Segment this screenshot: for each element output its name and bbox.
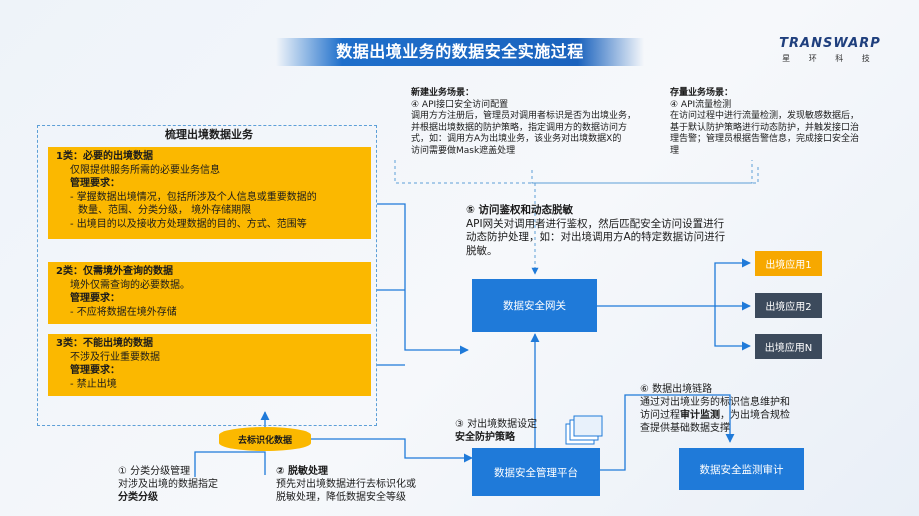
- category-title: 3类：不能出境的数据: [56, 338, 153, 349]
- category-item: 数量、范围、分类分级， 境外存储期限: [78, 205, 252, 216]
- transwarp-logo: TRANSWARP 星 环 科 技: [775, 36, 885, 64]
- step3-line-bold: 安全防护策略: [455, 432, 515, 443]
- category-desc: 不涉及行业重要数据: [70, 351, 160, 363]
- scene-line: 并根据出境数据的防护策略，指定调用方的数据访问方: [411, 122, 628, 133]
- category-item: - 禁止出境: [70, 378, 117, 390]
- page-title: 数据出境业务的数据安全实施过程: [276, 38, 644, 66]
- step1-line: ① 分类分级管理: [118, 466, 191, 477]
- category-desc: 仅限提供服务所需的必要业务信息: [70, 164, 220, 176]
- step2-note: ② 脱敏处理 预先对出境数据进行去标识化或 脱敏处理，降低数据安全等级: [276, 465, 466, 504]
- left-panel-frame: [37, 125, 377, 426]
- scene-step: ④ API接口安全访问配置: [411, 99, 509, 110]
- step1-note: ① 分类分级管理 对涉及出境的数据指定 分类分级: [118, 465, 268, 504]
- category-item: - 不应将数据在境外存储: [70, 306, 177, 318]
- scene-title: 新建业务场景：: [411, 88, 475, 98]
- arrow-platform-to-audit: [600, 394, 735, 471]
- scene-line: 访问需要做Mask遮盖处理: [411, 145, 516, 156]
- scene-line: 基于默认防护策略进行动态防护，并触发接口治: [670, 122, 860, 133]
- scene-title: 存量业务场景：: [670, 88, 734, 98]
- step2-title: ② 脱敏处理: [276, 466, 328, 477]
- step6-title: ⑥ 数据出境链路: [640, 384, 713, 395]
- step5-title: ⑤ 访问鉴权和动态脱敏: [466, 204, 574, 216]
- category-2-card: 2类：仅需境外查询的数据 境外仅需查询的必要数据。 管理要求： - 不应将数据在…: [48, 262, 371, 324]
- step3-note: ③ 对出境数据设定 安全防护策略: [455, 418, 565, 444]
- logo-wordmark: TRANSWARP: [779, 36, 881, 51]
- category-1-card: 1类：必要的出境数据 仅限提供服务所需的必要业务信息 管理要求： - 掌握数据出…: [48, 147, 371, 239]
- step2-line: 预先对出境数据进行去标识化或: [276, 479, 416, 490]
- step5-line: 动态防护处理，如：对出境调用方A的特定数据访问进行: [466, 231, 726, 243]
- scene-step: ④ API流量检测: [670, 99, 732, 110]
- scene-line: 在访问过程中进行流量检测，发现敏感数据后，: [670, 111, 860, 121]
- outbound-app-1[interactable]: 出境应用1: [755, 251, 822, 276]
- step6-line: 访问过程审计监测，为出境合规检: [640, 409, 860, 422]
- scene-line: 理告警；管理员根据告警信息，完成接口安全治: [670, 134, 860, 144]
- arrow-db-to-platform: [311, 438, 473, 463]
- data-security-management-platform[interactable]: 数据安全管理平台: [472, 448, 600, 496]
- scene-bracket-right: [531, 165, 759, 184]
- category-req-label: 管理要求：: [70, 365, 120, 376]
- step6-text: ，为出境合规检: [720, 410, 790, 421]
- category-item: - 掌握数据出境情况，包括所涉及个人信息或重要数据的: [70, 191, 317, 203]
- data-security-gateway[interactable]: 数据安全网关: [472, 279, 597, 332]
- line-step1-bracket: [194, 451, 266, 477]
- step1-line: 对涉及出境的数据指定: [118, 479, 218, 490]
- step5-line: API网关对调用者进行鉴权，然后匹配安全访问设置进行: [466, 217, 725, 230]
- category-req-label: 管理要求：: [70, 178, 120, 189]
- scene-bracket: [394, 160, 753, 184]
- category-item: - 出境目的以及接收方处理数据的目的、方式、范围等: [70, 218, 307, 230]
- step5-note: ⑤ 访问鉴权和动态脱敏 API网关对调用者进行鉴权，然后匹配安全访问设置进行 动…: [466, 204, 766, 258]
- step1-line-bold: 分类分级: [118, 492, 158, 503]
- step6-line: 通过对出境业务的标识信息维护和: [640, 397, 790, 408]
- outbound-app-n[interactable]: 出境应用N: [755, 334, 822, 359]
- logo-subtitle: 星 环 科 技: [782, 54, 878, 63]
- arrow-categories-to-gateway: [377, 203, 469, 355]
- step2-line: 脱敏处理，降低数据安全等级: [276, 492, 406, 503]
- document-stack-icon: [565, 415, 603, 445]
- left-panel-header: 梳理出境数据业务: [165, 128, 253, 141]
- outbound-app-2[interactable]: 出境应用2: [755, 293, 822, 318]
- step6-note: ⑥ 数据出境链路 通过对出境业务的标识信息维护和 访问过程审计监测，为出境合规检…: [640, 383, 860, 435]
- arrow-gateway-to-app1: [597, 258, 751, 307]
- category-desc: 境外仅需查询的必要数据。: [70, 279, 190, 291]
- step6-text: 访问过程: [640, 410, 680, 421]
- category-req-label: 管理要求：: [70, 293, 120, 304]
- category-title: 2类：仅需境外查询的数据: [56, 266, 173, 277]
- data-security-audit[interactable]: 数据安全监测审计: [679, 448, 804, 490]
- new-business-scene: 新建业务场景： ④ API接口安全访问配置 调用方方注册后，管理员对调用者标识是…: [411, 88, 671, 157]
- scene-line: 理: [670, 145, 680, 156]
- category-title: 1类：必要的出境数据: [56, 151, 153, 162]
- step3-line: ③ 对出境数据设定: [455, 419, 538, 430]
- scene-line: 调用方方注册后，管理员对调用者标识是否为出境业务，: [411, 111, 637, 121]
- existing-business-scene: 存量业务场景： ④ API流量检测 在访问过程中进行流量检测，发现敏感数据后， …: [670, 88, 900, 157]
- step6-bold: 审计监测: [680, 410, 720, 421]
- category-3-card: 3类：不能出境的数据 不涉及行业重要数据 管理要求： - 禁止出境: [48, 334, 371, 396]
- scene-line: 式，如：调用方A为出境业务，该业务对出境数据X的: [411, 134, 622, 144]
- step6-line: 查提供基础数据支撑: [640, 423, 730, 434]
- arrow-gateway-to-appN: [714, 306, 751, 351]
- deidentified-data-store: 去标识化数据: [219, 427, 311, 451]
- step5-line: 脱敏。: [466, 244, 498, 257]
